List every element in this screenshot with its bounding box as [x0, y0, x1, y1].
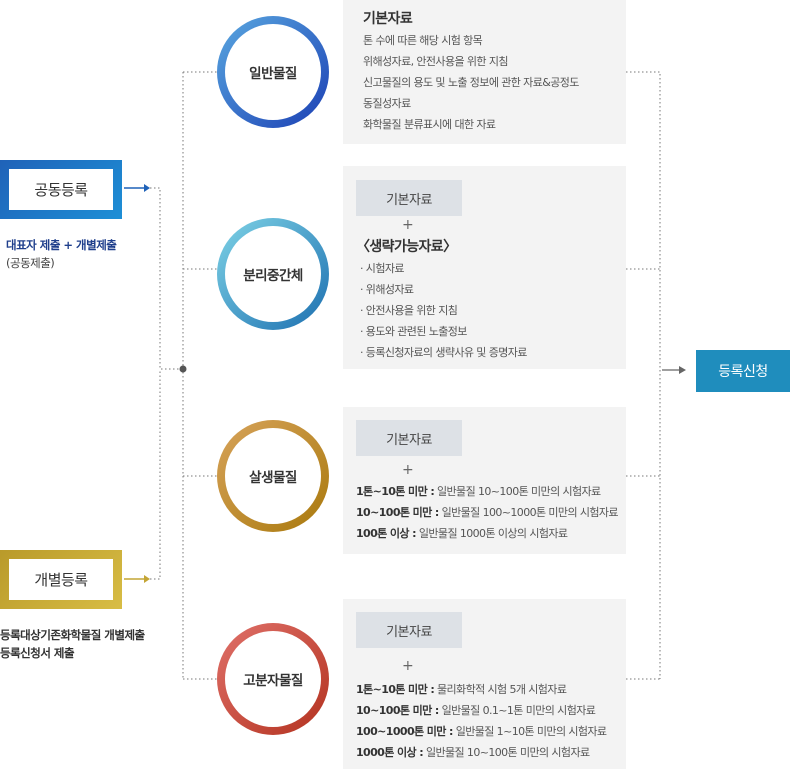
biocide-row: 100톤 이상 : 일반물질 1000톤 이상의 시험자료 — [356, 527, 568, 540]
individual-connector — [150, 369, 161, 580]
polymer-row: 1톤~10톤 미만 : 물리화학적 시험 5개 시험자료 — [356, 683, 567, 696]
biocide-row: 1톤~10톤 미만 : 일반물질 10~100톤 미만의 시험자료 — [356, 485, 601, 498]
biocide-basic-tag: 기본자료 — [356, 420, 462, 456]
individual-arrow-icon — [124, 575, 150, 583]
polymer-basic-tag: 기본자료 — [356, 612, 462, 648]
intermediate-plus: + — [402, 217, 414, 233]
polymer-details: 1톤~10톤 미만 : 물리화학적 시험 5개 시험자료 10~100톤 미만 … — [356, 679, 607, 763]
intermediate-item: · 안전사용을 위한 지침 — [360, 304, 458, 317]
general-item: 톤 수에 따른 해당 시험 항목 — [363, 34, 483, 47]
polymer-row: 1000톤 이상 : 일반물질 10~100톤 미만의 시험자료 — [356, 746, 590, 759]
biocide-circle: 살생물질 — [217, 420, 329, 532]
intermediate-item: · 위해성자료 — [360, 283, 414, 296]
general-substance-panel — [343, 0, 626, 144]
polymer-plus: + — [402, 658, 414, 674]
polymer-label: 고분자물질 — [225, 631, 321, 727]
individual-desc-line1: 등록대상기존화학물질 개별제출 — [0, 628, 145, 642]
joint-registration-box: 공동등록 — [0, 160, 122, 219]
polymer-row: 100~1000톤 미만 : 일반물질 1~10톤 미만의 시험자료 — [356, 725, 607, 738]
individual-registration-box: 개별등록 — [0, 550, 122, 609]
individual-registration-desc: 등록대상기존화학물질 개별제출 등록신청서 제출 — [0, 626, 145, 662]
junction-dot — [179, 365, 187, 373]
intermediate-circle: 분리중간체 — [217, 218, 329, 330]
general-substance-details: 기본자료 톤 수에 따른 해당 시험 항목 위해성자료, 안전사용을 위한 지침… — [363, 8, 579, 135]
individual-desc-line2: 등록신청서 제출 — [0, 646, 75, 660]
joint-desc-sub: (공동제출) — [6, 256, 55, 270]
joint-registration-desc: 대표자 제출 + 개별제출 (공동제출) — [6, 236, 117, 272]
right-bus — [626, 71, 661, 679]
joint-registration-label: 공동등록 — [9, 169, 113, 210]
general-substance-label: 일반물질 — [225, 24, 321, 120]
polymer-row: 10~100톤 미만 : 일반물질 0.1~1톤 미만의 시험자료 — [356, 704, 596, 717]
general-title: 기본자료 — [363, 11, 413, 27]
joint-arrow-icon — [124, 184, 150, 192]
intermediate-details: 〈생략가능자료〉 · 시험자료 · 위해성자료 · 안전사용을 위한 지침 · … — [356, 236, 527, 363]
intermediate-subtitle: 〈생략가능자료〉 — [356, 239, 457, 255]
general-item: 화학물질 분류표시에 대한 자료 — [363, 118, 496, 131]
final-arrow-icon — [662, 366, 686, 374]
general-item: 동질성자료 — [363, 97, 411, 110]
intermediate-label: 분리중간체 — [225, 226, 321, 322]
general-item: 위해성자료, 안전사용을 위한 지침 — [363, 55, 508, 68]
individual-registration-label: 개별등록 — [9, 559, 113, 600]
joint-connector — [150, 187, 183, 370]
intermediate-item: · 용도와 관련된 노출정보 — [360, 325, 467, 338]
biocide-row: 10~100톤 미만 : 일반물질 100~1000톤 미만의 시험자료 — [356, 506, 619, 519]
registration-application-box: 등록신청 — [696, 350, 790, 392]
biocide-details: 1톤~10톤 미만 : 일반물질 10~100톤 미만의 시험자료 10~100… — [356, 481, 619, 544]
intermediate-basic-tag: 기본자료 — [356, 180, 462, 216]
polymer-circle: 고분자물질 — [217, 623, 329, 735]
joint-desc-main: 대표자 제출 + 개별제출 — [6, 238, 117, 252]
biocide-label: 살생물질 — [225, 428, 321, 524]
intermediate-item: · 시험자료 — [360, 262, 404, 275]
biocide-plus: + — [402, 462, 414, 478]
general-item: 신고물질의 용도 및 노출 정보에 관한 자료&공정도 — [363, 76, 579, 89]
intermediate-item: · 등록신청자료의 생략사유 및 증명자료 — [360, 346, 527, 359]
general-substance-circle: 일반물질 — [217, 16, 329, 128]
